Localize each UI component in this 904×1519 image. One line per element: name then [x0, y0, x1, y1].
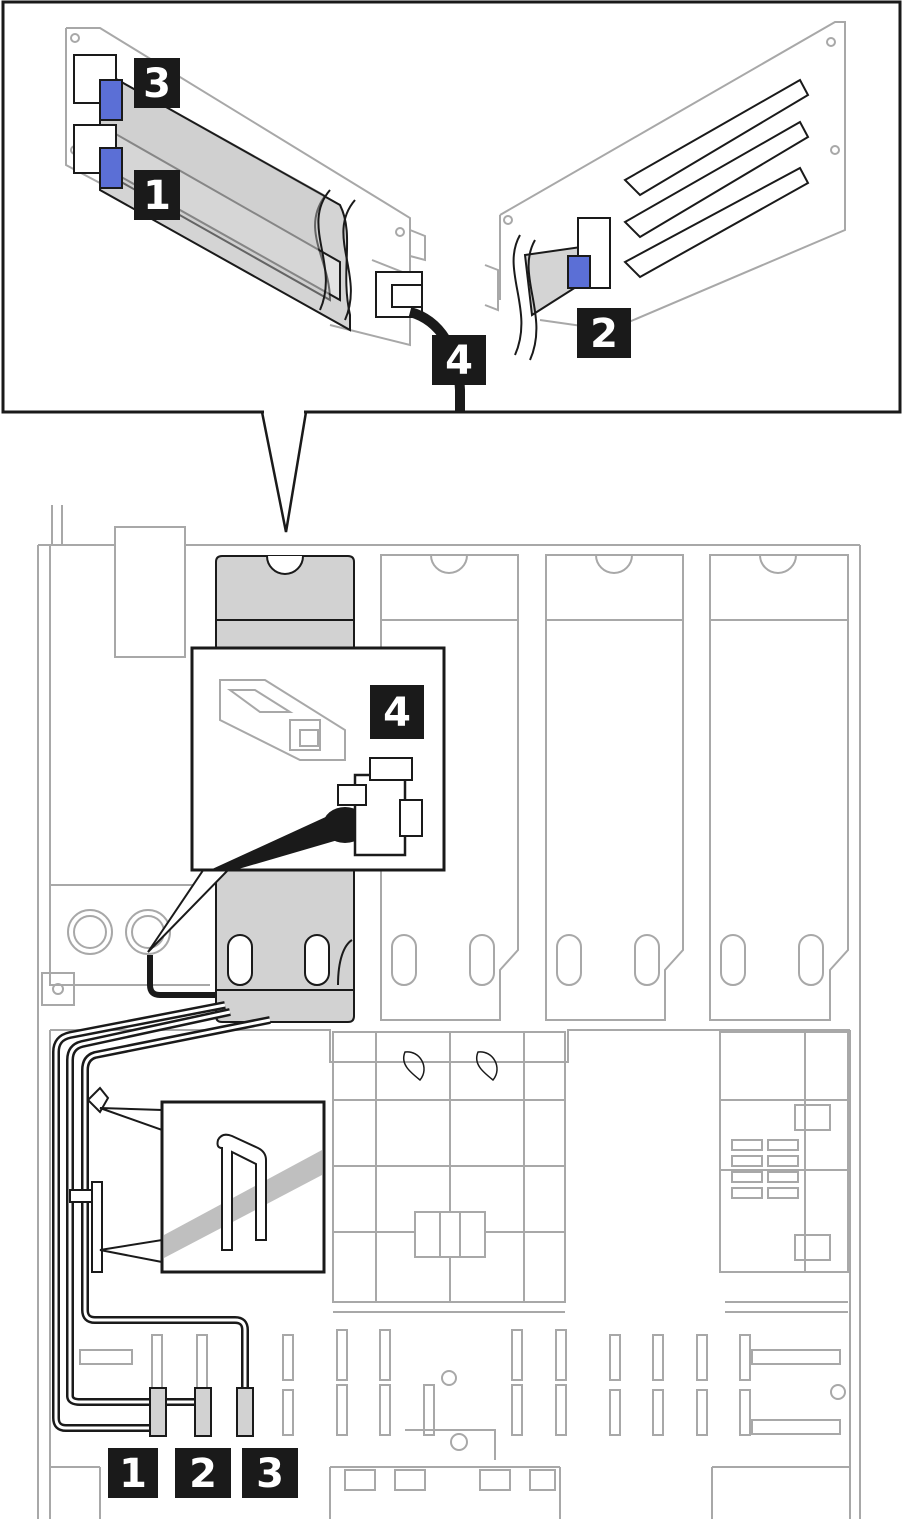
latch-blue	[99, 79, 123, 121]
svg-text:2: 2	[189, 1451, 217, 1497]
left-ribbon-cables	[73, 54, 356, 332]
callout-1-top: 1	[134, 170, 180, 220]
callout-4-inset: 4	[370, 685, 424, 739]
svg-text:4: 4	[445, 338, 473, 384]
callout-3-top: 3	[134, 58, 180, 108]
riser-bay	[380, 554, 519, 1021]
svg-text:4: 4	[383, 690, 411, 736]
svg-text:3: 3	[256, 1451, 284, 1497]
latch-blue	[99, 147, 123, 189]
latch-blue	[567, 255, 591, 289]
callout-1-bottom: 1	[108, 1448, 158, 1498]
riser-bay	[709, 554, 849, 1021]
right-ribbon-cable	[512, 217, 611, 361]
board-connectors	[149, 1387, 254, 1437]
power-connector-inset: 4	[147, 646, 446, 953]
svg-text:1: 1	[143, 173, 171, 219]
cable-clip	[69, 1086, 110, 1273]
dimm-slots	[79, 1329, 846, 1460]
signal-cables	[52, 1001, 271, 1432]
pointer-gap	[264, 405, 304, 415]
fan-icon	[403, 1051, 498, 1082]
svg-text:1: 1	[119, 1451, 147, 1497]
callout-2-bottom: 2	[175, 1448, 231, 1498]
pcie-slots	[623, 78, 810, 279]
svg-text:3: 3	[143, 61, 171, 107]
right-component-block	[719, 1031, 849, 1273]
chassis-view	[37, 505, 861, 1519]
power-cable	[147, 955, 216, 998]
detail-pointer	[260, 411, 308, 533]
riser-bay	[545, 554, 684, 1021]
top-detail-view: 3 1 2 4	[1, 0, 902, 533]
callout-2-top: 2	[577, 308, 631, 358]
callout-4-top: 4	[432, 335, 486, 385]
svg-text:2: 2	[590, 311, 618, 357]
processor-socket	[332, 1031, 566, 1303]
callout-3-bottom: 3	[242, 1448, 298, 1498]
clip-detail-inset	[99, 1100, 326, 1274]
